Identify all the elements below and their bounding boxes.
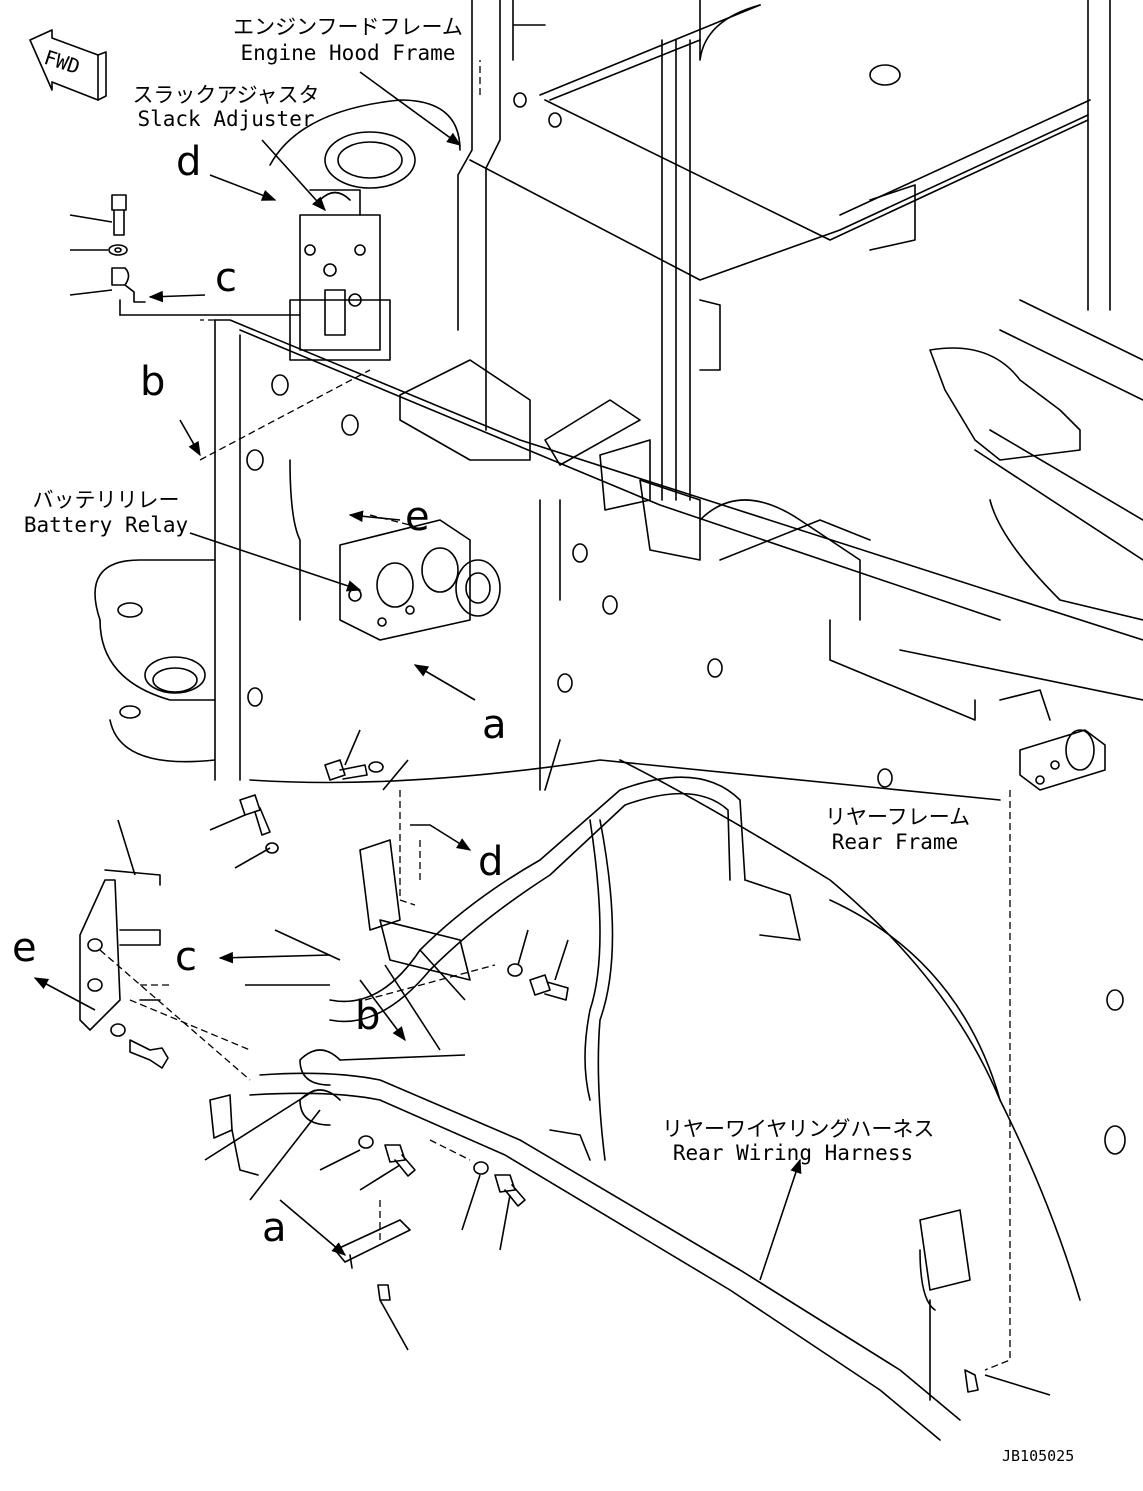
callout-b-upper: b [140, 359, 166, 405]
washer-icon [358, 1135, 374, 1149]
washer-icon [368, 761, 384, 773]
bolt-icon [494, 1174, 526, 1207]
slack-adjuster [119, 99, 461, 361]
rear-connector [999, 689, 1106, 791]
battery-relay [339, 519, 501, 641]
washer-icon [473, 1161, 489, 1175]
bolt-icon [129, 1039, 169, 1069]
clamp-icon [964, 1369, 979, 1393]
battery-relay-label-en: Battery Relay [23, 513, 189, 537]
rear-wiring-harness-label-en: Rear Wiring Harness [672, 1141, 914, 1165]
slack-adjuster-label-jp: スラックアジャスタ [132, 83, 320, 107]
washer-icon [265, 842, 279, 854]
frame-mount-left [94, 559, 216, 763]
washer-icon [108, 244, 128, 256]
callout-e-upper: e [405, 494, 430, 540]
engine-hood-frame-label-en: Engine Hood Frame [240, 41, 456, 65]
rear-wiring-harness [209, 776, 971, 1441]
washer-icon [110, 1023, 126, 1037]
bolt-icon [384, 1144, 416, 1177]
clip-icon [111, 267, 146, 303]
callout-a-upper: a [482, 702, 507, 748]
battery-relay-label-jp: バッテリリレー [32, 488, 180, 512]
clamp-icon [334, 1219, 411, 1301]
bolt-icon [111, 194, 127, 236]
mounting-bracket [79, 869, 161, 1031]
slack-adjuster-label-en: Slack Adjuster [137, 107, 315, 131]
mounting-holes [246, 64, 1126, 1155]
callout-d-upper: d [176, 139, 202, 185]
fwd-arrow-icon [29, 29, 107, 101]
callout-c-upper: c [215, 255, 237, 301]
callout-e-lower: e [12, 925, 37, 971]
rear-wiring-harness-label-jp: リヤーワイヤリングハーネス [662, 1117, 935, 1141]
bolt-icon [239, 794, 271, 836]
callout-a-lower: a [262, 1205, 287, 1251]
drawing-code: JB105025 [1002, 1447, 1075, 1465]
callout-c-lower: c [175, 934, 197, 980]
frame-brackets [289, 184, 916, 621]
rear-frame [214, 299, 1143, 1301]
rear-frame-label-en: Rear Frame [831, 830, 959, 854]
washer-icon [507, 963, 523, 977]
bolt-icon [529, 974, 569, 1001]
engine-hood-frame-label-jp: エンジンフードフレーム [233, 15, 463, 39]
callout-b-lower: b [355, 993, 381, 1039]
engine-hood-frame [457, 0, 1111, 501]
callout-d-lower: d [478, 839, 504, 885]
rear-frame-label-jp: リヤーフレーム [825, 805, 971, 829]
bolt-icon [324, 759, 368, 781]
